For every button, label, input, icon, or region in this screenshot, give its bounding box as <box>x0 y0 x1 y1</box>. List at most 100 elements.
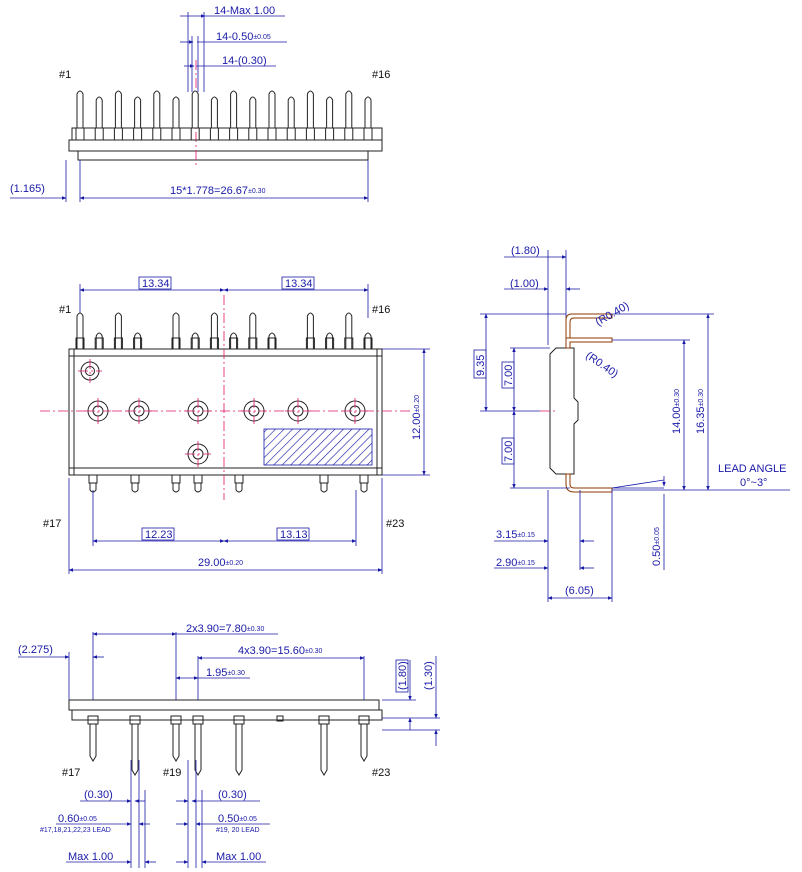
bottom-d030a: (0.30) <box>84 789 113 801</box>
top-lead <box>153 90 161 129</box>
front-bottom-lead-base <box>88 474 98 484</box>
top-lead-base <box>171 127 181 141</box>
front-view: 13.34 13.34 #1 #16 #17 #23 12.23 13.13 2 <box>40 276 430 574</box>
bottom-view: 2x3.90=7.80±0.30 (2.275) 4x3.90=15.60±0.… <box>18 623 440 868</box>
side-d700b: 7.00 <box>503 441 515 462</box>
front-top-lead <box>345 312 353 350</box>
front-bottom-lead <box>235 482 243 493</box>
front-pin-bottom-last: #23 <box>386 518 404 530</box>
front-top-lead <box>95 332 103 350</box>
top-lead <box>268 90 276 129</box>
front-top-lead <box>249 312 257 350</box>
front-top-lead <box>230 332 238 350</box>
front-bottom-lead-base <box>319 474 329 484</box>
side-view: (1.80) (1.00) (R0.40) (R0.40) 9.35 7.00 … <box>473 245 790 602</box>
top-lead-base <box>190 127 200 141</box>
bottom-lead <box>320 723 328 776</box>
top-lead-base <box>209 127 219 141</box>
bottom-leads <box>87 715 370 776</box>
bottom-d780: 2x3.90=7.80±0.30 <box>186 623 264 635</box>
bottom-lead <box>194 723 202 776</box>
bottom-d130: (1.30) <box>423 661 435 690</box>
front-half-left: 13.34 <box>142 278 170 290</box>
front-width: 29.00±0.20 <box>198 557 243 569</box>
front-bottom-lead <box>194 482 202 493</box>
mounting-holes <box>78 359 368 467</box>
top-lead <box>76 90 84 129</box>
front-bottom-lead-base <box>130 474 140 484</box>
top-lead-base <box>133 127 143 141</box>
bottom-lead-note-b: #19, 20 LEAD <box>216 827 260 834</box>
marking-area <box>263 428 373 466</box>
bottom-d1560: 4x3.90=15.60±0.30 <box>238 645 323 657</box>
front-bottom-left: 12.23 <box>145 529 173 541</box>
front-bottom-lead-base <box>171 474 181 484</box>
front-top-lead <box>268 332 276 350</box>
top-lead <box>364 96 372 129</box>
bottom-pin19: #19 <box>163 767 181 779</box>
bottom-max-a: Max 1.00 <box>68 851 113 863</box>
top-lead <box>287 96 295 129</box>
side-d180: (1.80) <box>511 245 540 257</box>
bottom-pin23: #23 <box>372 767 390 779</box>
top-lead-base <box>363 127 373 141</box>
top-offset: (1.165) <box>10 183 45 195</box>
top-lead-base <box>75 127 85 141</box>
side-d605: (6.05) <box>565 585 594 597</box>
front-top-lead <box>364 332 372 350</box>
top-lead-base <box>94 127 104 141</box>
front-bottom-leads <box>88 474 369 493</box>
bottom-d030b: (0.30) <box>218 789 247 801</box>
front-bottom-lead-base <box>359 474 369 484</box>
bottom-d195: 1.95±0.30 <box>206 667 245 679</box>
side-d700a: 7.00 <box>503 365 515 386</box>
side-d290: 2.90±0.15 <box>496 557 535 569</box>
bottom-lead <box>172 723 180 762</box>
bottom-max-b: Max 1.00 <box>216 851 261 863</box>
side-d315: 3.15±0.15 <box>496 529 535 541</box>
front-top-lead <box>210 312 218 350</box>
top-lead <box>230 90 238 129</box>
top-pin-last: #16 <box>372 69 390 81</box>
top-pin-first: #1 <box>59 69 71 81</box>
front-bottom-lead <box>360 482 368 493</box>
top-lead-base <box>305 127 315 141</box>
front-height: 12.00±0.20 <box>411 395 423 440</box>
front-pin-bottom-first: #17 <box>43 518 61 530</box>
side-d1635: 16.35±0.30 <box>695 389 707 434</box>
side-radius-bottom: (R0.40) <box>583 350 620 381</box>
top-view: 14-Max 1.00 14-0.50±0.05 14-(0.30) #1 #1… <box>10 5 390 202</box>
top-lead <box>191 90 199 129</box>
front-top-lead <box>76 312 84 350</box>
side-lead-angle: 0°~3° <box>740 477 767 489</box>
front-top-lead <box>326 332 334 350</box>
top-lead-thickness: 14-(0.30) <box>222 55 267 67</box>
top-leads <box>75 90 373 141</box>
top-lead-base <box>248 127 258 141</box>
side-d935: 9.35 <box>475 355 487 376</box>
front-top-lead <box>134 332 142 350</box>
top-pitch-total: 15*1.778=26.67±0.30 <box>170 185 266 197</box>
top-lead <box>249 96 257 129</box>
top-lead <box>345 90 353 129</box>
bottom-lead <box>131 723 139 776</box>
bottom-lead <box>89 723 97 762</box>
top-lead <box>114 90 122 129</box>
bottom-pin17: #17 <box>62 767 80 779</box>
top-max-pitch: 14-Max 1.00 <box>214 5 275 17</box>
top-lead-base <box>229 127 239 141</box>
top-lead <box>95 96 103 129</box>
front-bottom-right: 13.13 <box>280 529 308 541</box>
top-lead-base <box>325 127 335 141</box>
top-lead-base <box>344 127 354 141</box>
front-bottom-lead <box>172 482 180 493</box>
front-pin-first: #1 <box>59 304 71 316</box>
front-top-lead <box>114 312 122 350</box>
top-lead <box>306 90 314 129</box>
top-lead <box>210 96 218 129</box>
side-d100: (1.00) <box>510 278 539 290</box>
bottom-d180: (1.80) <box>397 661 409 690</box>
front-bottom-lead-base <box>193 474 203 484</box>
front-half-right: 13.34 <box>285 278 313 290</box>
